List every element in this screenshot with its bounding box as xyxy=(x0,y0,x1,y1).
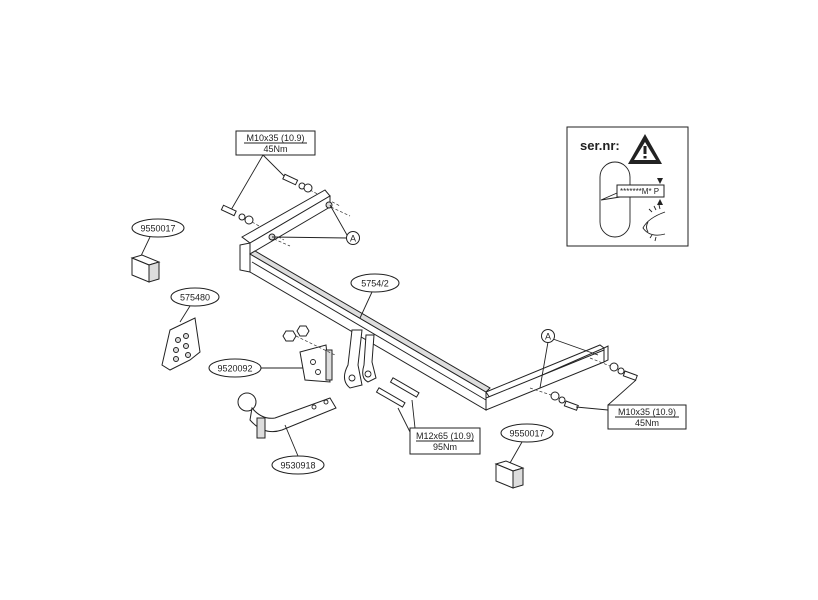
svg-text:A: A xyxy=(350,234,356,244)
eye-icon xyxy=(642,204,666,242)
svg-text:5754/2: 5754/2 xyxy=(361,279,389,289)
reference-point-a-left: A xyxy=(271,204,360,245)
socket-bracket-label: 9520092 xyxy=(208,358,303,378)
towball-mount xyxy=(344,329,377,389)
svg-text:95Nm: 95Nm xyxy=(433,442,457,452)
svg-text:M12x65 (10.9): M12x65 (10.9) xyxy=(416,431,474,441)
warning-icon xyxy=(628,134,662,164)
svg-text:575480: 575480 xyxy=(180,293,210,303)
svg-text:9550017: 9550017 xyxy=(140,224,175,234)
bolt-spec-bottom: M12x65 (10.9) 95Nm xyxy=(397,399,481,455)
crossbar-label: 5754/2 xyxy=(350,273,400,319)
svg-text:45Nm: 45Nm xyxy=(263,144,287,154)
cover-cap-right xyxy=(494,460,525,489)
towball xyxy=(237,392,337,439)
socket-plate xyxy=(161,317,201,371)
towball-label: 9530918 xyxy=(271,424,325,475)
bolt-spec-right: M10x35 (10.9) 45Nm xyxy=(575,379,687,430)
bolt-set-right xyxy=(529,357,638,411)
cover-right-label: 9550017 xyxy=(500,423,554,464)
svg-text:45Nm: 45Nm xyxy=(635,418,659,428)
serial-number-panel: ser.nr: *******M* P xyxy=(566,126,689,247)
serial-label: ser.nr: xyxy=(580,138,620,153)
socket-bracket xyxy=(282,325,336,383)
crossbar-beam xyxy=(239,189,609,411)
cover-cap-left xyxy=(130,254,161,283)
bolt-spec-top: M10x35 (10.9) 45Nm xyxy=(230,130,316,211)
svg-text:9550017: 9550017 xyxy=(509,429,544,439)
svg-text:M10x35 (10.9): M10x35 (10.9) xyxy=(618,407,676,417)
cover-left-label: 9550017 xyxy=(131,218,185,259)
socket-plate-label: 575480 xyxy=(170,287,220,323)
svg-text:9520092: 9520092 xyxy=(217,364,252,374)
bolt-set-bottom xyxy=(375,377,420,408)
serial-code: *******M* P xyxy=(620,187,659,196)
svg-text:A: A xyxy=(545,332,551,342)
svg-text:9530918: 9530918 xyxy=(280,461,315,471)
reference-point-a-right: A xyxy=(539,329,599,389)
svg-text:M10x35 (10.9): M10x35 (10.9) xyxy=(246,133,304,143)
